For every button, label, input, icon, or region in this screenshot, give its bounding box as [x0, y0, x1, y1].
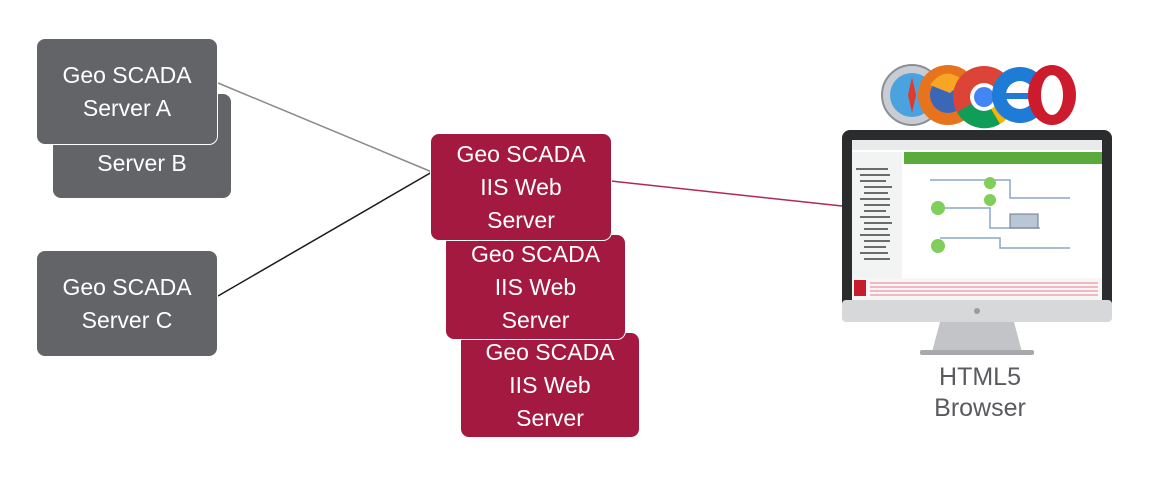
- connector-browser: [610, 180, 843, 207]
- server-c-label-line-2: Server C: [81, 306, 173, 333]
- web-server-box-2: Geo SCADA IIS Web Server: [445, 234, 626, 340]
- web-server-3-line-3: Server: [516, 404, 584, 431]
- web-server-1-line-3: Server: [487, 206, 555, 233]
- web-server-2-line-2: IIS Web: [494, 273, 577, 300]
- opera-icon: [1028, 65, 1076, 125]
- browser-caption-line-1: HTML5: [939, 363, 1021, 391]
- web-server-2-line-3: Server: [501, 306, 570, 333]
- web-server-box-1: Geo SCADA IIS Web Server: [430, 133, 612, 241]
- browser-logos: [881, 64, 1076, 129]
- server-c-label-line-1: Geo SCADA: [62, 273, 192, 300]
- web-server-3-line-1: Geo SCADA: [485, 338, 615, 365]
- web-server-3-line-2: IIS Web: [509, 371, 591, 398]
- monitor-illustration: [842, 130, 1112, 355]
- web-server-2-line-1: Geo SCADA: [470, 240, 601, 267]
- connector-server-c: [217, 171, 433, 297]
- server-c-box: Geo SCADA Server C: [36, 250, 218, 357]
- connector-server-a: [217, 82, 433, 173]
- server-b-label-line-1: Server B: [97, 150, 187, 176]
- web-server-box-3: Geo SCADA IIS Web Server: [460, 332, 640, 438]
- browser-caption: HTML5 Browser: [900, 362, 1060, 424]
- web-server-1-line-1: Geo SCADA: [456, 140, 586, 167]
- server-a-label-line-1: Geo SCADA: [62, 61, 192, 88]
- server-a-box: Geo SCADA Server A: [36, 38, 218, 145]
- web-server-1-line-2: IIS Web: [480, 173, 562, 200]
- browser-caption-line-2: Browser: [934, 394, 1026, 422]
- server-a-label-line-2: Server A: [82, 94, 172, 121]
